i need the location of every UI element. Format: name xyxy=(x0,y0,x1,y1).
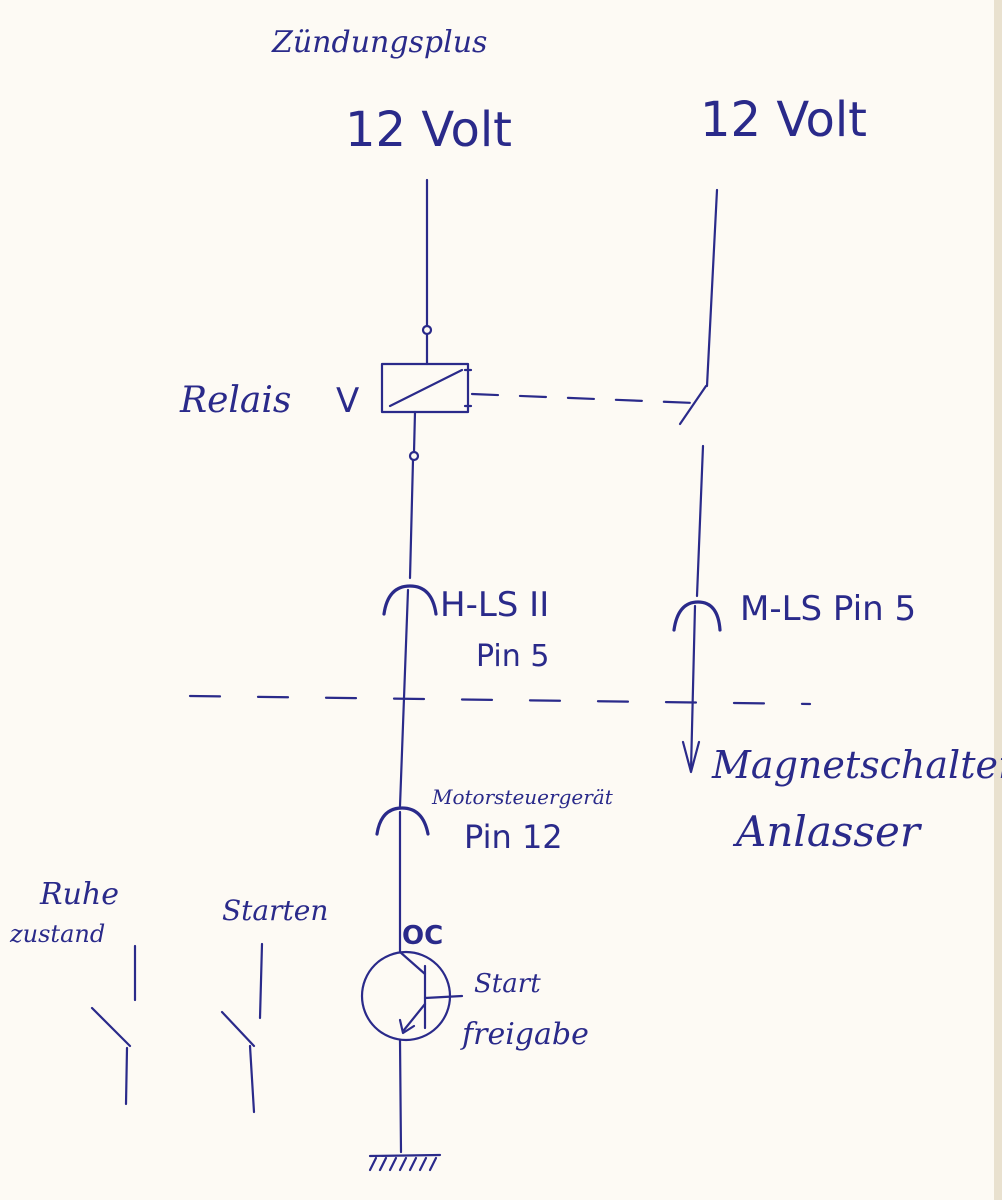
relay-lead-bottom xyxy=(412,410,417,454)
ground-icon xyxy=(368,1153,442,1158)
transistor-emitter xyxy=(402,1002,427,1032)
start-release-label: Start xyxy=(474,969,541,999)
device-boundary-line xyxy=(188,694,812,706)
relay-terminal-top xyxy=(421,324,433,336)
magnet-switch-label: Magnetschalter xyxy=(711,743,1002,787)
hls-label: H-LS II xyxy=(440,585,549,625)
relay-terminal-bottom xyxy=(408,450,420,462)
connector-hls xyxy=(382,584,438,616)
start-state-label: Starten xyxy=(222,894,328,927)
mls-label: M-LS Pin 5 xyxy=(740,589,916,629)
starter-label: Anlasser xyxy=(732,807,923,856)
relay-to-hls-wire xyxy=(408,458,415,580)
open-collector-label: OC xyxy=(402,921,443,951)
relay-mark-label: V xyxy=(336,381,359,421)
rest-switch-lead-bottom xyxy=(124,1046,129,1106)
ecu-label: Motorsteuergerät xyxy=(431,785,614,809)
magnet-switch-arrow-icon xyxy=(681,740,701,774)
left-voltage-label: 12 Volt xyxy=(345,102,512,158)
connector-ecu xyxy=(375,806,430,836)
relay-switch-contact xyxy=(678,384,708,426)
hls-pin-label: Pin 5 xyxy=(476,639,549,674)
ignition-plus-label: Zündungsplus xyxy=(271,25,487,60)
emitter-arrow-icon xyxy=(398,1018,416,1035)
ground-wire xyxy=(398,1038,403,1154)
start-release-label-2: freigabe xyxy=(460,1017,589,1052)
battery-wire-top xyxy=(705,188,719,388)
rest-switch-contact xyxy=(90,1006,132,1048)
relay-mechanical-link xyxy=(470,392,696,405)
rest-state-label-2: zustand xyxy=(9,920,105,948)
transistor-base-lead xyxy=(423,994,464,1000)
right-voltage-label: 12 Volt xyxy=(700,92,867,148)
start-switch-lead-bottom xyxy=(248,1044,256,1114)
mls-to-magnet-wire xyxy=(689,604,697,772)
start-switch-contact xyxy=(220,1010,256,1048)
start-switch-lead-top xyxy=(258,942,264,1020)
connector-mls xyxy=(672,600,722,632)
ecu-pin-label: Pin 12 xyxy=(464,818,563,856)
rest-state-label: Ruhe xyxy=(39,877,119,912)
relay-coil-diagonal xyxy=(388,368,464,408)
transistor-collector xyxy=(398,950,427,976)
switch-to-mls-wire xyxy=(695,444,705,598)
relay-label: Relais xyxy=(179,380,291,421)
ground-hatch xyxy=(368,1156,438,1172)
relay-coil xyxy=(380,362,470,414)
